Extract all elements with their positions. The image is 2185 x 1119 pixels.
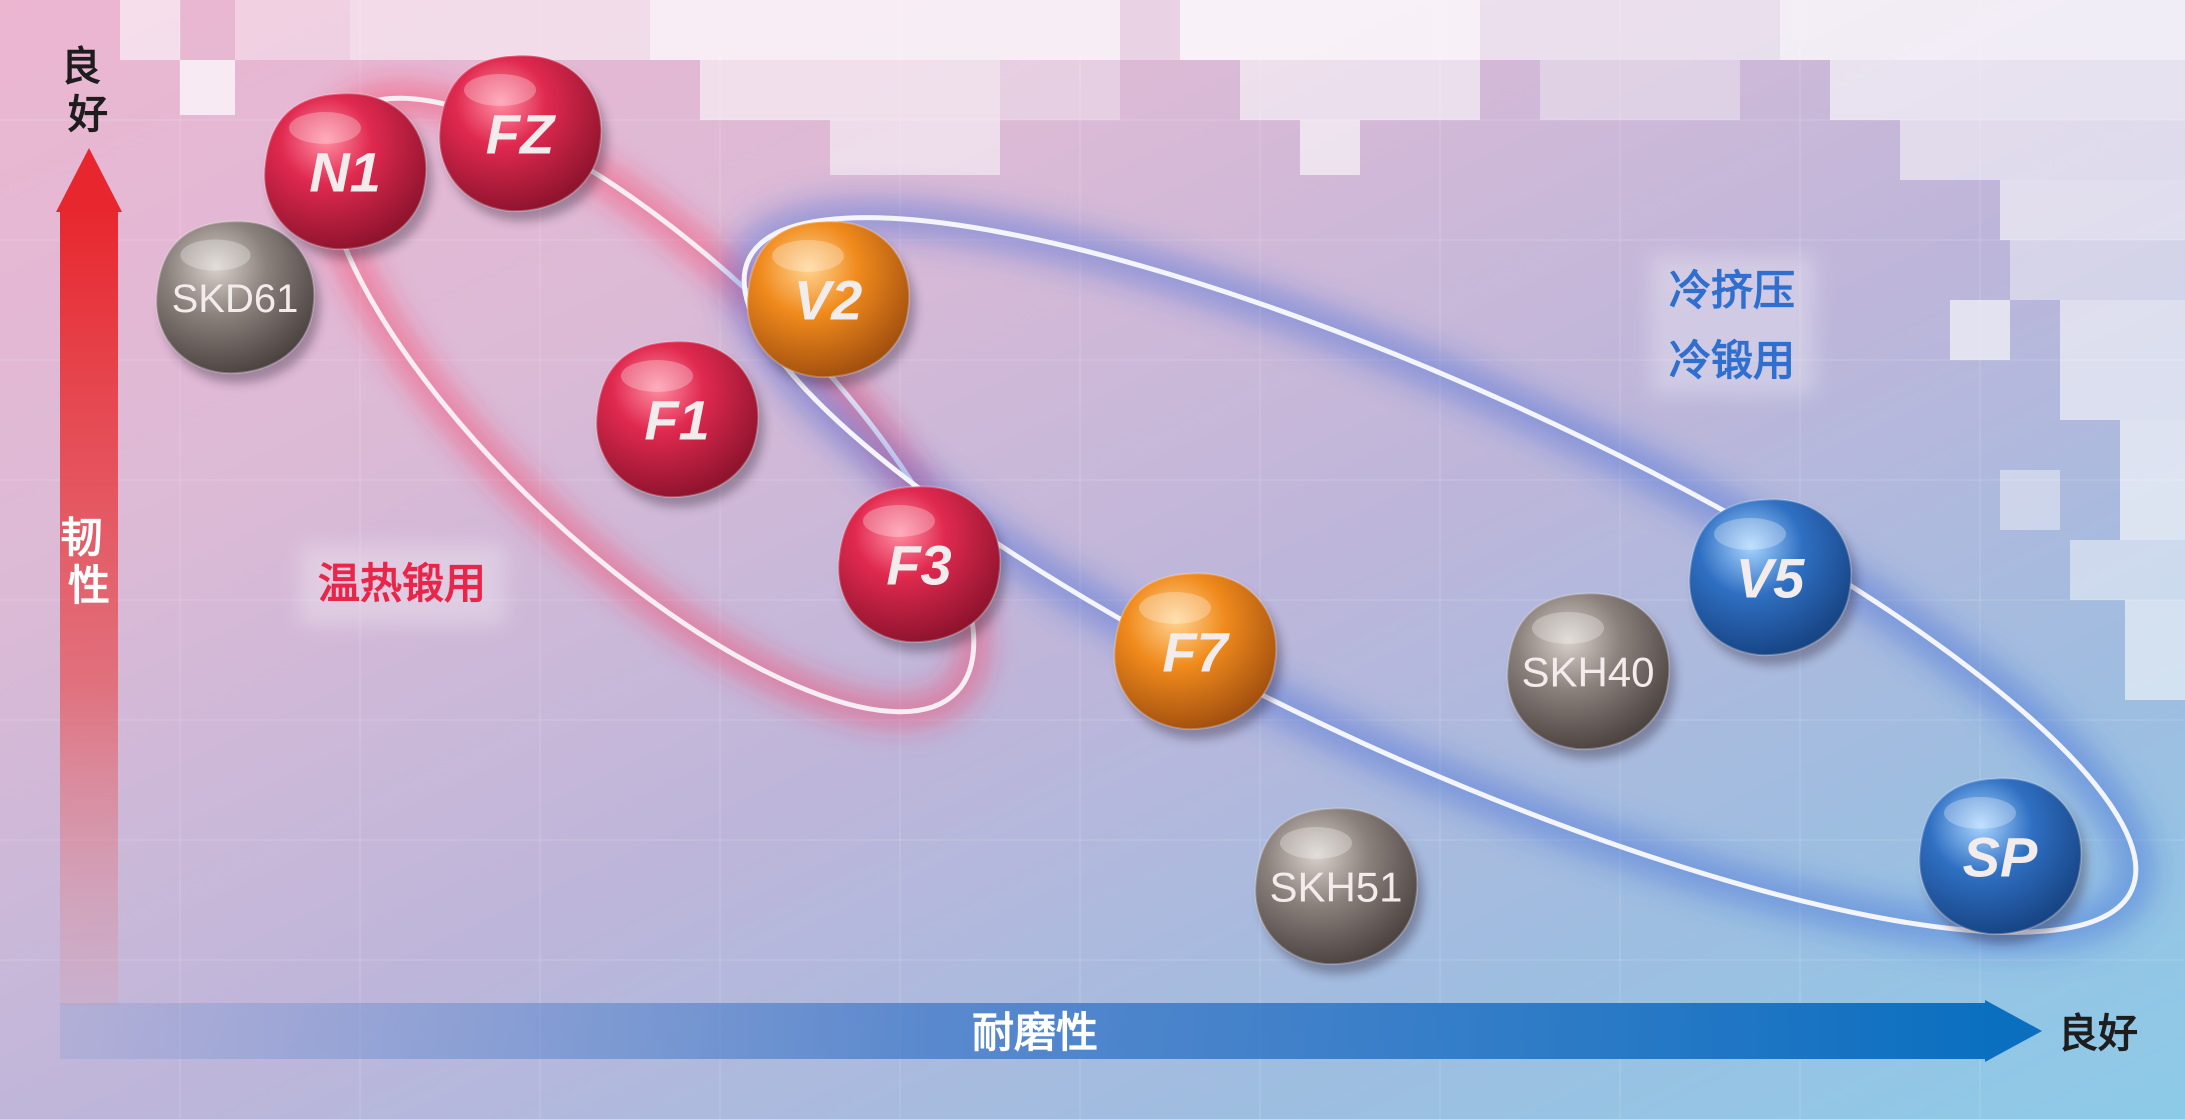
- pebble-body: [595, 340, 760, 499]
- pebble-fz: FZ: [438, 54, 608, 222]
- cold-forging-group: [727, 200, 2153, 950]
- pebble-sp: SP: [1918, 777, 2088, 945]
- pebble-f7: F7: [1113, 572, 1283, 740]
- pebble-highlight: [464, 74, 536, 106]
- pebble-body: [746, 220, 911, 379]
- pebble-body: [155, 220, 316, 375]
- pebble-label: SKH51: [1269, 864, 1402, 911]
- pebble-body: [1688, 498, 1853, 657]
- pebble-v2: V2: [746, 220, 916, 388]
- pebble-label: V2: [794, 269, 863, 332]
- pebble-label: SKD61: [172, 277, 299, 321]
- pebble-highlight: [1944, 797, 2016, 829]
- pebble-highlight: [772, 240, 844, 272]
- pebble-highlight: [1714, 518, 1786, 550]
- pebble-body: [438, 54, 603, 213]
- pebble-label: SP: [1963, 826, 2038, 889]
- pebble-body: [1918, 777, 2083, 936]
- pebble-f3: F3: [837, 485, 1007, 653]
- pebble-highlight: [180, 239, 251, 271]
- pebble-highlight: [621, 360, 693, 392]
- pebble-body: [1254, 807, 1419, 966]
- hot-forging-label: 温热锻用: [318, 559, 486, 608]
- cold-forging-label-line2: 冷锻用: [1669, 336, 1795, 385]
- pebble-highlight: [1139, 592, 1211, 624]
- pebble-highlight: [1280, 827, 1352, 859]
- pebble-highlight: [1532, 612, 1604, 644]
- cold-forging-label-line1: 冷挤压: [1669, 266, 1795, 315]
- pebble-skh51: SKH51: [1254, 807, 1424, 975]
- pebble-label: V5: [1736, 547, 1805, 610]
- x-axis-arrow: [60, 1000, 2042, 1062]
- pebble-body: [837, 485, 1002, 644]
- pebble-highlight: [863, 505, 935, 537]
- y-axis-label: 韧 性: [61, 513, 118, 610]
- pebble-skh40: SKH40: [1506, 592, 1676, 760]
- y-axis-arrow: [56, 148, 122, 1005]
- pebble-label: F1: [644, 389, 709, 452]
- x-axis-end-label: 良好: [2058, 1011, 2138, 1057]
- pebble-body: [1506, 592, 1671, 751]
- pebble-label: FZ: [486, 103, 556, 166]
- pebble-label: N1: [309, 141, 381, 204]
- pebble-f1: F1: [595, 340, 765, 508]
- pebble-label: SKH40: [1521, 649, 1654, 696]
- pebble-label: F7: [1162, 621, 1230, 684]
- pebble-body: [263, 92, 428, 251]
- pebble-body: [1113, 572, 1278, 731]
- pebble-label: F3: [886, 534, 951, 597]
- pebble-highlight: [289, 112, 361, 144]
- pebble-v5: V5: [1688, 498, 1858, 666]
- y-axis-top-label: 良 好: [61, 44, 115, 138]
- pebble-skd61: SKD61: [155, 220, 321, 384]
- x-axis-label: 耐磨性: [972, 1008, 1098, 1057]
- pebble-n1: N1: [263, 92, 433, 260]
